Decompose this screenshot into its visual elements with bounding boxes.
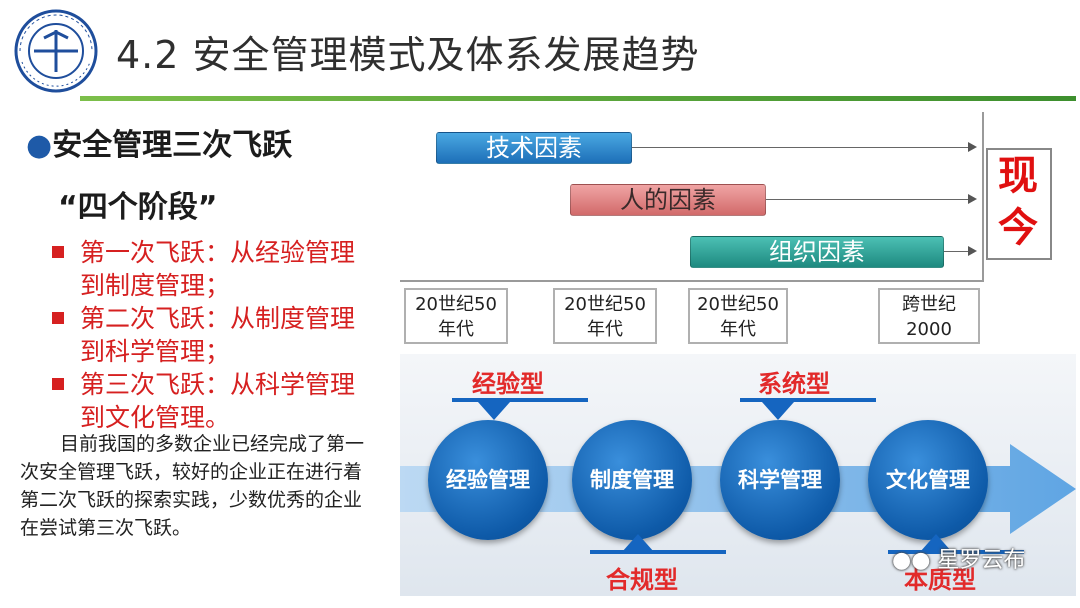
stage-culture: 文化管理 [868, 420, 988, 540]
section-heading-text: 安全管理三次飞跃 [52, 128, 293, 163]
wechat-icon: ●● [892, 548, 938, 573]
era-line2: 年代 [587, 319, 623, 340]
callout-bar [452, 398, 588, 402]
callout-bar [590, 550, 726, 554]
era-box: 20世纪50 年代 [404, 288, 508, 344]
management-model-diagram: 经验管理 制度管理 科学管理 文化管理 经验型 系统型 合规型 本质型 [400, 354, 1076, 596]
summary-paragraph: 目前我国的多数企业已经完成了第一次安全管理飞跃，较好的企业正在进行着第二次飞跃的… [20, 433, 365, 539]
factor-arrow-line [942, 251, 968, 252]
stage-experience: 经验管理 [428, 420, 548, 540]
timeline-frame-horizontal [400, 280, 984, 282]
university-logo [14, 9, 98, 93]
callout-bar [740, 398, 876, 402]
era-line2: 2000 [906, 319, 952, 340]
factor-technology: 技术因素 [436, 132, 632, 164]
leap-item: 第三次飞跃：从科学管理到文化管理。 [52, 368, 372, 434]
callout-pointer-icon [920, 534, 952, 552]
callout-pointer-icon [622, 534, 654, 552]
era-line1: 跨世纪 [902, 294, 956, 315]
section-subheading: “四个阶段” [58, 190, 218, 225]
label-experience-type: 经验型 [472, 370, 544, 398]
era-line1: 20世纪50 [564, 294, 646, 315]
stage-system: 制度管理 [572, 420, 692, 540]
bullet-icon: ● [26, 128, 53, 163]
leap-item: 第一次飞跃：从经验管理到制度管理； [52, 236, 372, 302]
factor-organization: 组织因素 [690, 236, 944, 268]
arrow-right-icon [968, 194, 977, 204]
leap-text: 第一次飞跃：从经验管理到制度管理； [80, 238, 356, 300]
timeline-frame-vertical [982, 112, 984, 282]
leap-text: 第三次飞跃：从科学管理到文化管理。 [80, 370, 356, 432]
callout-pointer-icon [762, 402, 794, 420]
now-label: 现今 [998, 153, 1038, 251]
label-compliance-type: 合规型 [606, 566, 678, 594]
factor-human: 人的因素 [570, 184, 766, 216]
stage-science: 科学管理 [720, 420, 840, 540]
watermark-text: 星罗云布 [937, 548, 1026, 573]
square-bullet-icon [52, 312, 64, 324]
arrow-right-icon [968, 142, 977, 152]
leap-item: 第二次飞跃：从制度管理到科学管理； [52, 302, 372, 368]
era-line1: 20世纪50 [415, 294, 497, 315]
callout-pointer-icon [478, 402, 510, 420]
arrow-right-icon [968, 246, 977, 256]
era-box: 20世纪50 年代 [553, 288, 657, 344]
era-line2: 年代 [720, 319, 756, 340]
factor-arrow-line [764, 199, 968, 200]
watermark: ●● 星罗云布 [892, 542, 1025, 574]
square-bullet-icon [52, 378, 64, 390]
page-title: 4.2 安全管理模式及体系发展趋势 [116, 33, 700, 77]
callout-bar [888, 550, 1024, 554]
leap-text: 第二次飞跃：从制度管理到科学管理； [80, 304, 356, 366]
square-bullet-icon [52, 246, 64, 258]
title-divider [80, 96, 1076, 101]
era-line1: 20世纪50 [697, 294, 779, 315]
section-heading: ●安全管理三次飞跃 [26, 120, 292, 164]
era-line2: 年代 [438, 319, 474, 340]
now-box [986, 148, 1052, 260]
era-box: 跨世纪 2000 [878, 288, 980, 344]
factor-arrow-line [630, 147, 968, 148]
label-system-type: 系统型 [758, 370, 830, 398]
label-essential-type: 本质型 [904, 566, 976, 594]
era-box: 20世纪50 年代 [688, 288, 788, 344]
